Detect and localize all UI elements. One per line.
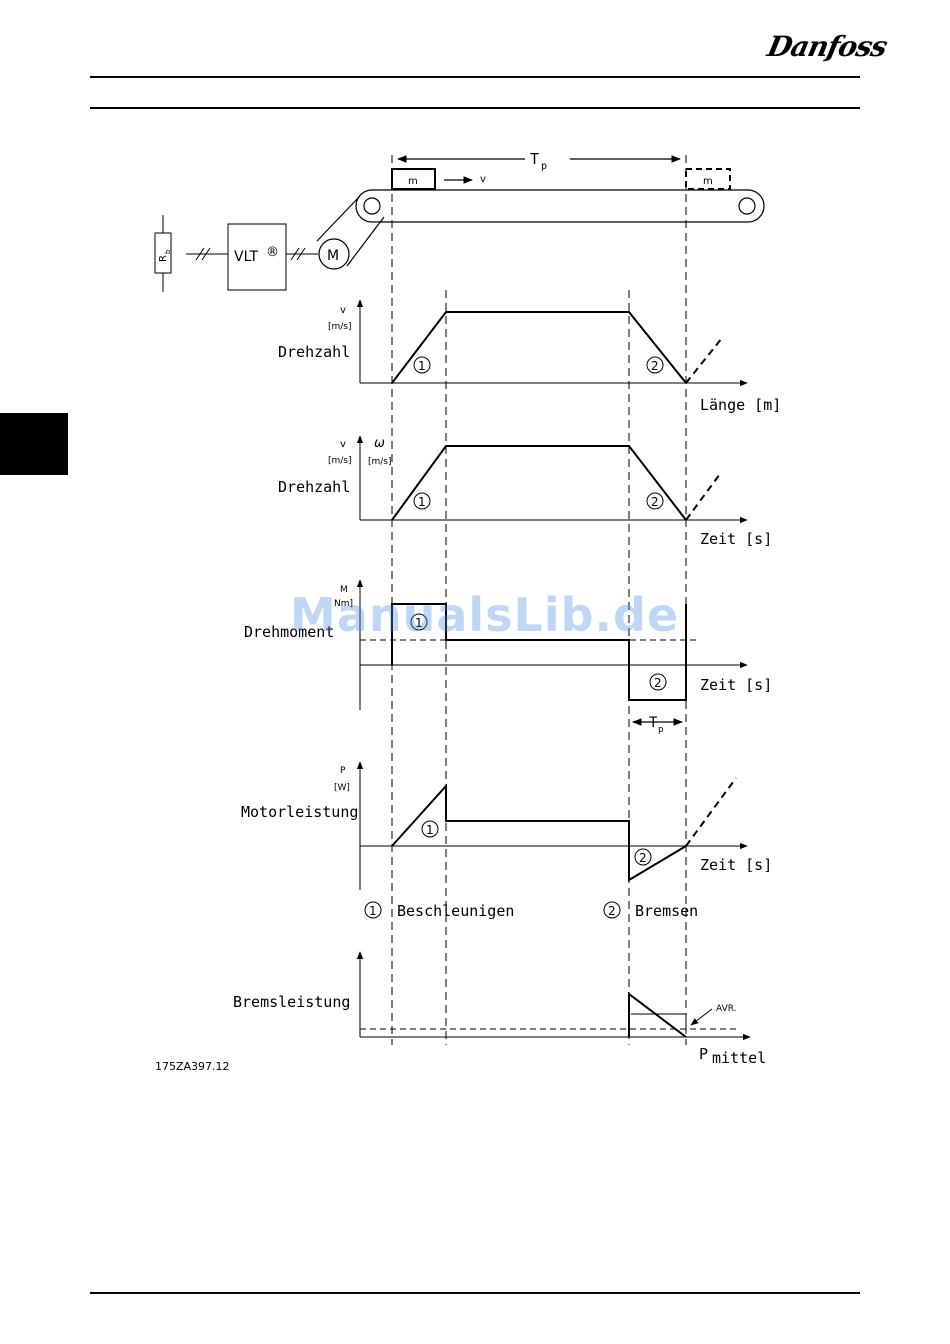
- svg-text:[m/s]: [m/s]: [328, 322, 352, 332]
- svg-text:2: 2: [651, 359, 659, 373]
- resistor-label: R: [158, 255, 169, 262]
- plot5-x-title: P: [699, 1045, 708, 1063]
- period-sub: p: [541, 161, 547, 172]
- svg-text:2: 2: [639, 851, 647, 865]
- plot-motor-power: P [W] Motorleistung Zeit [s] 1 2: [241, 762, 772, 890]
- watermark: ManualsLib.de: [290, 588, 679, 642]
- mass-label: m: [408, 176, 418, 187]
- svg-text:T: T: [649, 715, 658, 731]
- svg-text:v: v: [340, 439, 346, 450]
- plot1-x-title: Länge [m]: [700, 396, 781, 414]
- svg-text:1: 1: [418, 495, 426, 509]
- plot3-x-title: Zeit [s]: [700, 676, 772, 694]
- svg-text:2: 2: [608, 904, 616, 918]
- plot5-x-title-sub: mittel: [712, 1049, 766, 1067]
- svg-text:2: 2: [651, 495, 659, 509]
- svg-text:v: v: [340, 305, 346, 316]
- motor-power-profile: [392, 786, 686, 880]
- velocity-label: v: [480, 174, 486, 185]
- brake-power-profile: [629, 994, 686, 1037]
- svg-text:1: 1: [369, 904, 377, 918]
- plot1-y-title: Drehzahl: [278, 343, 350, 361]
- mass-ghost-label: m: [703, 176, 713, 187]
- svg-text:1: 1: [426, 823, 434, 837]
- legend-accelerate: Beschleunigen: [397, 902, 514, 920]
- speed-profile: [392, 312, 686, 383]
- svg-text:2: 2: [654, 676, 662, 690]
- motor-label: M: [327, 248, 339, 264]
- svg-text:[m/s]: [m/s]: [328, 456, 352, 466]
- belt-pulley-left: [364, 198, 380, 214]
- conveyor-belt: [356, 190, 764, 222]
- conveyor-system: T p m v m M VLT ® R b: [155, 150, 764, 292]
- svg-text:[m/s]: [m/s]: [368, 457, 392, 467]
- plot4-x-title: Zeit [s]: [700, 856, 772, 874]
- resistor-sub: b: [164, 249, 172, 254]
- plot4-y-title: Motorleistung: [241, 803, 358, 821]
- plot2-x-title: Zeit [s]: [700, 530, 772, 548]
- plot-brake-power: AVR. Bremsleistung P mittel: [233, 952, 766, 1067]
- figure-id: 175ZA397.12: [155, 1060, 230, 1073]
- plot2-y-title: Drehzahl: [278, 478, 350, 496]
- svg-text:P: P: [340, 766, 346, 776]
- legend-brake: Bremsen: [635, 902, 698, 920]
- plot5-y-title: Bremsleistung: [233, 993, 350, 1011]
- phase-legend: 1 Beschleunigen 2 Bremsen: [365, 902, 698, 920]
- plot-speed-length: v [m/s] Drehzahl Länge [m] 1 2: [278, 300, 781, 414]
- period-label: T: [530, 150, 539, 168]
- svg-text:1: 1: [418, 359, 426, 373]
- svg-text:ω: ω: [374, 436, 385, 451]
- plot-speed-time: v [m/s] ω [m/s] Drehzahl Zeit [s] 1 2: [278, 436, 772, 548]
- belt-pulley-right: [739, 198, 755, 214]
- svg-text:p: p: [658, 725, 663, 735]
- vlt-label: VLT: [234, 249, 258, 265]
- svg-text:[W]: [W]: [334, 783, 350, 793]
- vlt-registered: ®: [266, 245, 279, 260]
- avg-label: AVR.: [716, 1004, 737, 1014]
- speed-time-profile: [392, 446, 686, 520]
